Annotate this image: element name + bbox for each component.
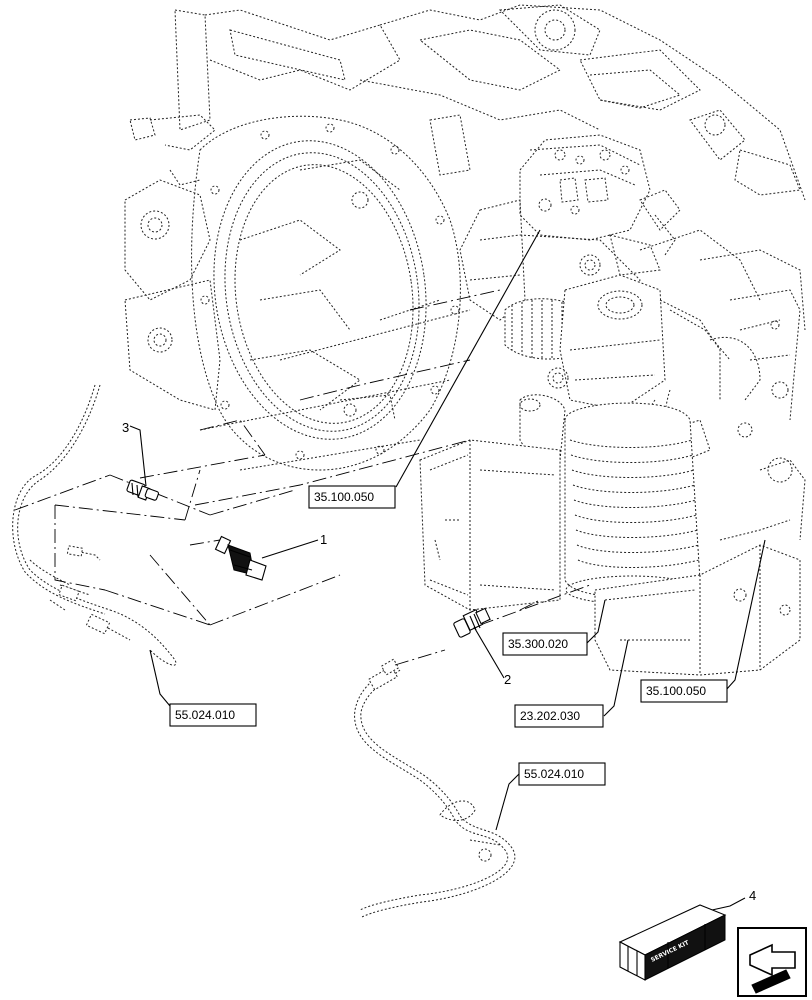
callout-item-3[interactable]: 3 (122, 420, 147, 487)
next-page-arrow-icon[interactable] (737, 927, 807, 997)
service-kit-box-icon[interactable]: SERVICE KIT (618, 904, 727, 981)
reference-label-35-100-050-top[interactable]: 35.100.050 (308, 229, 541, 509)
part-3-pressure-sensor[interactable] (126, 479, 159, 501)
wiring-harness-center (354, 658, 516, 918)
reference-label-35-300-020[interactable]: 35.300.020 (502, 599, 606, 656)
assembly-lines (14, 289, 591, 666)
engine-right-side-drawing (419, 134, 806, 676)
reference-text: 55.024.010 (524, 767, 584, 781)
reference-text: 35.100.050 (314, 490, 374, 504)
reference-label-23-202-030[interactable]: 23.202.030 (514, 639, 629, 728)
wiring-harness-left (12, 384, 177, 666)
item-number-3: 3 (122, 420, 129, 435)
reference-text: 23.202.030 (520, 709, 580, 723)
callout-item-4[interactable]: 4 (711, 888, 756, 911)
callout-item-1[interactable]: 1 (261, 532, 327, 559)
engine-block-drawing (124, 4, 806, 471)
reference-text: 35.300.020 (508, 637, 568, 651)
reference-label-55-024-010-left[interactable]: 55.024.010 (149, 649, 257, 727)
callout-item-2[interactable]: 2 (473, 626, 511, 687)
part-1-temperature-switch[interactable] (214, 535, 267, 581)
item-number-4: 4 (749, 888, 756, 903)
reference-label-35-100-050-right[interactable]: 35.100.050 (640, 539, 766, 703)
reference-label-55-024-010-center[interactable]: 55.024.010 (495, 762, 606, 831)
item-number-1: 1 (320, 532, 327, 547)
reference-text: 55.024.010 (175, 708, 235, 722)
part-2-pressure-sensor[interactable] (453, 607, 491, 638)
reference-text: 35.100.050 (646, 684, 706, 698)
item-number-2: 2 (504, 672, 511, 687)
